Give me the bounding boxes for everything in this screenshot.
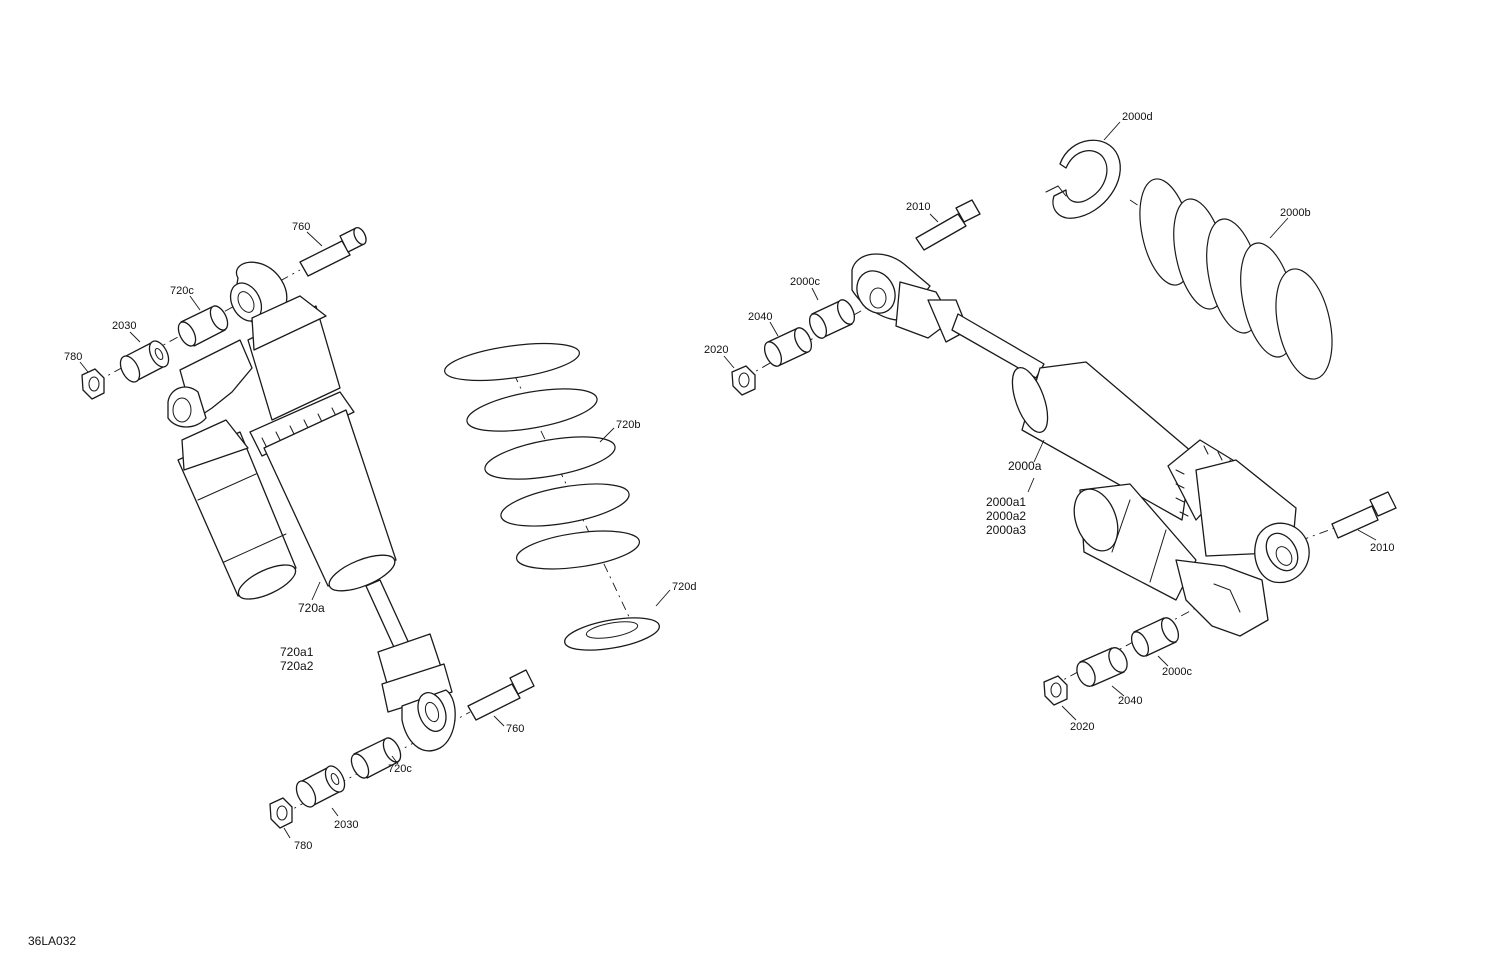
- label-2000b: 2000b: [1280, 207, 1311, 219]
- spacer-2040-lower: [1076, 647, 1128, 687]
- nut-2020-lower: [1043, 675, 1068, 706]
- label-780-lower: 780: [294, 840, 312, 852]
- spacer-2030-lower: [295, 765, 346, 808]
- label-2040-lower: 2040: [1118, 695, 1142, 707]
- spring-seat-720d: [564, 617, 660, 651]
- bushing-720c-lower: [350, 737, 402, 779]
- label-2010-lower: 2010: [1370, 542, 1394, 554]
- label-720a1: 720a1: [280, 645, 314, 659]
- label-2000c-lower: 2000c: [1162, 666, 1192, 678]
- label-2000d: 2000d: [1122, 111, 1153, 123]
- nut-780-top: [81, 368, 105, 400]
- left-shock-assembly: 760 720c 2030 780 720b 720d 720a 720a1 7…: [64, 221, 696, 852]
- bolt-2010-top: [915, 199, 981, 251]
- label-720a: 720a: [298, 601, 325, 615]
- label-720c-top: 720c: [170, 285, 194, 297]
- spring-2000b: [1139, 178, 1333, 380]
- label-720d: 720d: [672, 581, 696, 593]
- bushing-2000c-lower: [1130, 617, 1180, 657]
- bushing-2000c-top: [808, 299, 856, 339]
- shock-body-720a: [167, 261, 456, 752]
- figure-reference: 36LA032: [28, 934, 76, 948]
- nut-780-lower: [269, 797, 293, 829]
- right-shock-assembly: 2000d 2010 2000b 2000c 2040 2020 2000a 2…: [704, 111, 1397, 733]
- label-2000a: 2000a: [1008, 459, 1042, 473]
- label-760-lower: 760: [506, 723, 524, 735]
- label-2020-lower: 2020: [1070, 721, 1094, 733]
- bushing-720c-top: [177, 305, 229, 347]
- bolt-760-top: [299, 227, 367, 277]
- label-720a2: 720a2: [280, 659, 314, 673]
- shock-body-2000a: [851, 253, 1310, 637]
- label-780-top: 780: [64, 351, 82, 363]
- retainer-2000d: [1045, 139, 1121, 219]
- label-2040-top: 2040: [748, 311, 772, 323]
- spring-720b: [444, 342, 641, 570]
- label-2000a1: 2000a1: [986, 495, 1026, 509]
- label-2000a3: 2000a3: [986, 523, 1026, 537]
- label-2000c-top: 2000c: [790, 276, 820, 288]
- label-720c-lower: 720c: [388, 763, 412, 775]
- bolt-760-lower: [467, 669, 535, 721]
- label-720b: 720b: [616, 419, 640, 431]
- label-2030-lower: 2030: [334, 819, 358, 831]
- label-2010-top: 2010: [906, 201, 930, 213]
- label-2000a2: 2000a2: [986, 509, 1026, 523]
- label-2030-top: 2030: [112, 320, 136, 332]
- label-2020-top: 2020: [704, 344, 728, 356]
- label-760-top: 760: [292, 221, 310, 233]
- bolt-2010-lower: [1331, 491, 1397, 539]
- spacer-2040-top: [763, 327, 813, 367]
- spacer-2030-top: [119, 340, 170, 383]
- nut-2020-top: [731, 365, 756, 396]
